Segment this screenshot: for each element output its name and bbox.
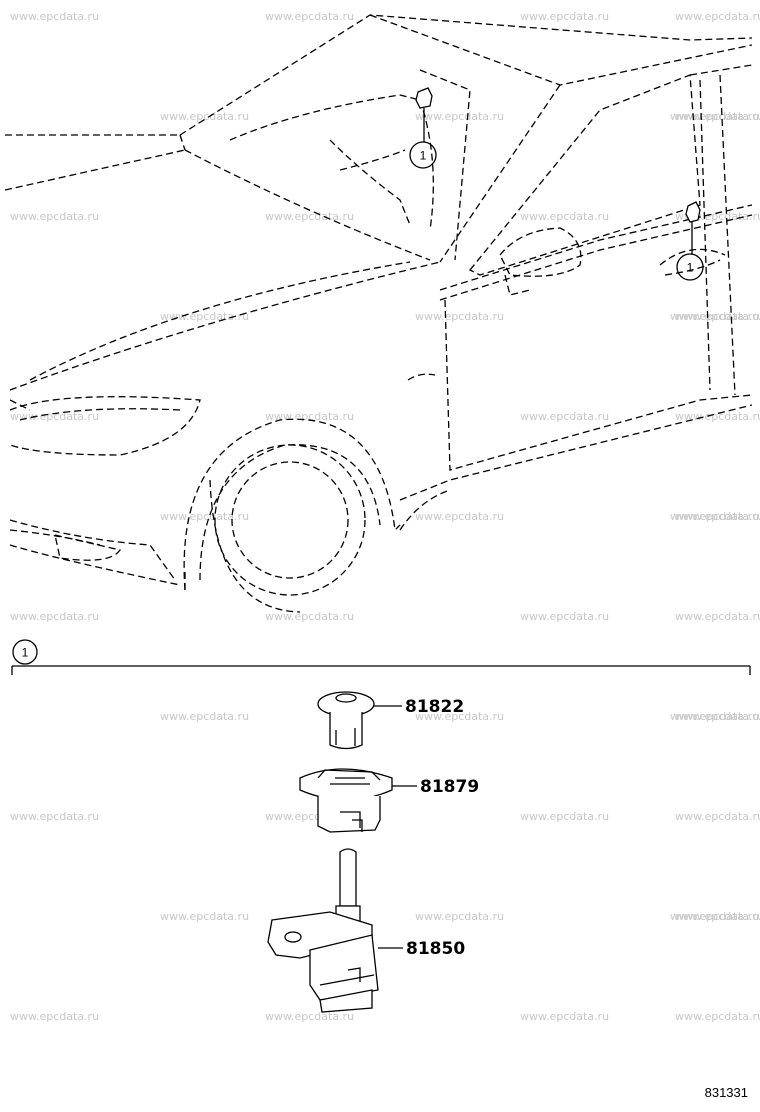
part-81822-cap: 81822 [317, 691, 464, 750]
callout-number: 1 [687, 261, 694, 275]
watermark-text: www.epcdata.ru [520, 10, 609, 23]
watermark-text: www.epcdata.ru [415, 910, 504, 923]
watermark-text: www.epcdata.ru [415, 710, 504, 723]
watermark-text: www.epcdata.ru [520, 810, 609, 823]
watermark-text: www.epcdata.ru [10, 810, 99, 823]
watermark-text: www.epcdata.ru [520, 1010, 609, 1023]
watermark-text: www.epcdata.ru [265, 210, 354, 223]
watermark-text: www.epcdata.ru [520, 610, 609, 623]
watermark-text: www.epcdata.ru [670, 510, 759, 523]
watermark-text: www.epcdata.ru [415, 510, 504, 523]
watermark-text: www.epcdata.ru [675, 310, 760, 323]
callout-number: 1 [420, 149, 427, 163]
watermark-text: www.epcdata.ru [10, 210, 99, 223]
watermark-text: www.epcdata.ru [675, 110, 760, 123]
watermark-text: www.epcdata.ru [675, 910, 760, 923]
watermark-text: www.epcdata.ru [675, 510, 760, 523]
part-81879-retainer: 81879 [299, 768, 479, 833]
switch-location-rear: 1 [676, 201, 704, 281]
watermark-text: www.epcdata.ru [265, 610, 354, 623]
watermark-text: www.epcdata.ru [675, 410, 760, 423]
watermark-text: www.epcdata.ru [10, 1010, 99, 1023]
watermark-text: www.epcdata.ru [670, 110, 759, 123]
car-illustration [4, 14, 753, 613]
watermark-text: www.epcdata.ru [675, 610, 760, 623]
watermark-text: www.epcdata.ru [160, 710, 249, 723]
watermark-text: www.epcdata.ru [265, 10, 354, 23]
watermark-text: www.epcdata.ru [520, 410, 609, 423]
part-number-81879: 81879 [420, 777, 479, 797]
watermark-text: www.epcdata.ru [670, 710, 759, 723]
watermark-text: www.epcdata.ru [675, 810, 760, 823]
watermark-text: www.epcdata.ru [10, 10, 99, 23]
part-number-81850: 81850 [406, 939, 465, 959]
part-81850-switch: 81850 [267, 848, 465, 1013]
watermark-text: www.epcdata.ru [675, 10, 760, 23]
watermark-text: www.epcdata.ru [10, 410, 99, 423]
watermark-text: www.epcdata.ru [520, 210, 609, 223]
watermark-text: www.epcdata.ru [675, 1010, 760, 1023]
watermark-text: www.epcdata.ru [415, 310, 504, 323]
watermark-text: www.epcdata.ru [160, 510, 249, 523]
watermark-text: www.epcdata.ru [670, 310, 759, 323]
part-number-81822: 81822 [405, 697, 464, 717]
group-callout-number: 1 [22, 646, 29, 660]
watermark-text: www.epcdata.ru [160, 910, 249, 923]
switch-location-front: 1 [409, 87, 437, 169]
watermark-text: www.epcdata.ru [10, 610, 99, 623]
watermark-text: www.epcdata.ru [160, 310, 249, 323]
watermark-text: www.epcdata.ru [675, 710, 760, 723]
watermark-text: www.epcdata.ru [670, 910, 759, 923]
watermark-text: www.epcdata.ru [415, 110, 504, 123]
watermark-text: www.epcdata.ru [160, 110, 249, 123]
watermark-layer: www.epcdata.ru www.epcdata.ru www.epcdata.… [10, 10, 760, 1023]
watermark-text: www.epcdata.ru [265, 1010, 354, 1023]
parts-group-bracket: 1 [11, 639, 751, 675]
diagram-id: 831331 [704, 1085, 748, 1100]
